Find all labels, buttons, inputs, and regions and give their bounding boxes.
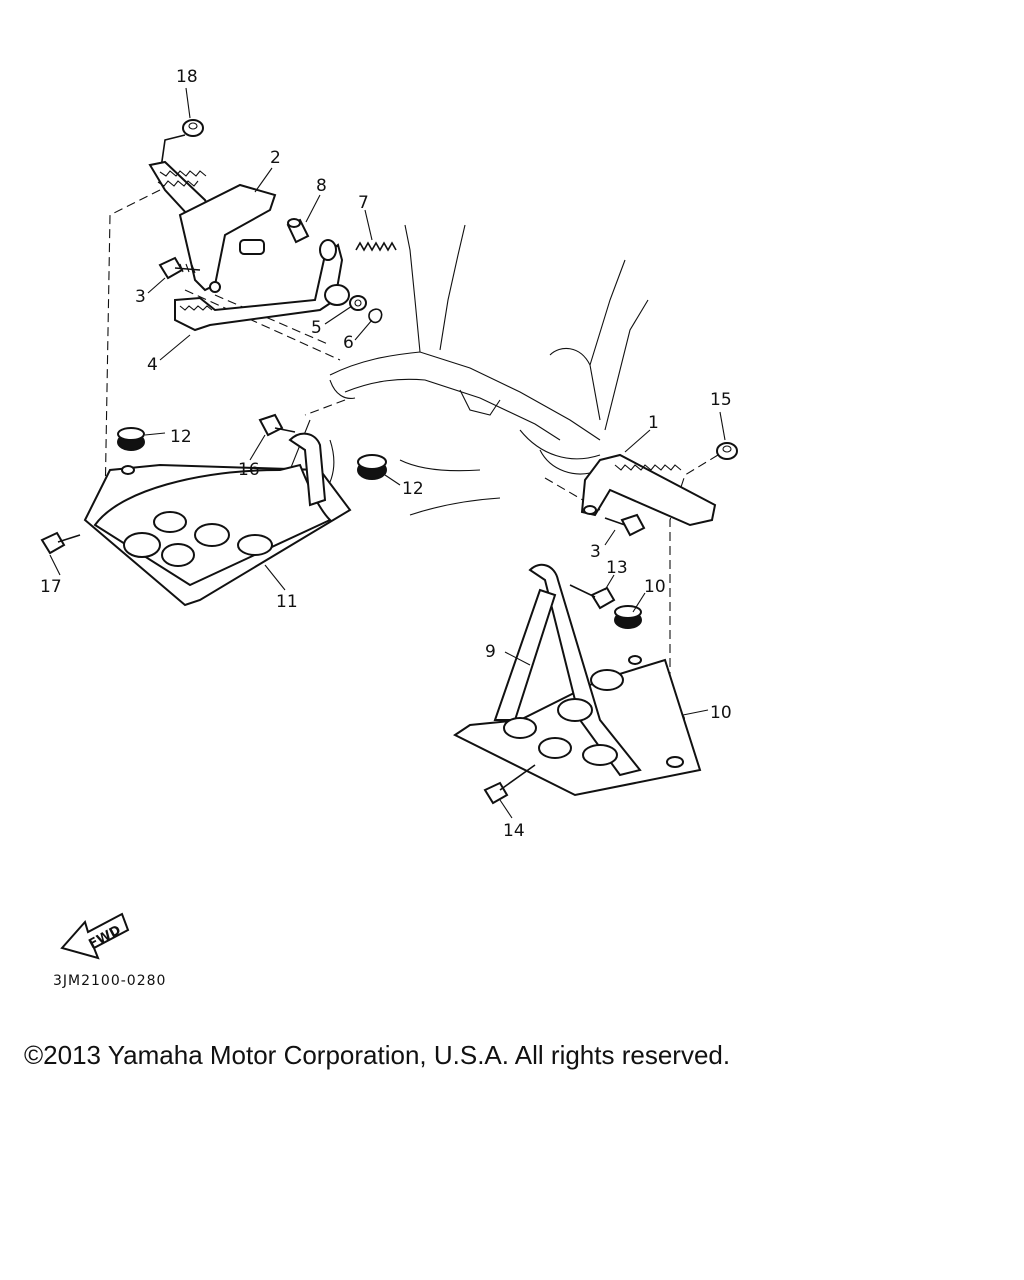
diagram-code: 3JM2100-0280	[53, 973, 167, 989]
callout-12-left: 12	[170, 427, 192, 447]
callout-10-upper: 10	[644, 577, 666, 597]
damper-10-upper	[614, 605, 642, 629]
left-footpeg-arm-4	[174, 239, 350, 332]
callout-6: 6	[343, 333, 354, 353]
callout-3-upper: 3	[135, 287, 146, 307]
alignment-lines	[104, 189, 719, 690]
bolt-13	[569, 584, 616, 610]
callout-5: 5	[311, 318, 322, 338]
leader-lines	[49, 87, 726, 819]
callout-1: 1	[648, 413, 659, 433]
callout-15: 15	[710, 390, 732, 410]
callout-3-lower: 3	[590, 542, 601, 562]
right-footpeg-bracket-1	[580, 453, 717, 527]
washer-5	[349, 295, 367, 311]
callout-11: 11	[276, 592, 298, 612]
nut-15	[716, 442, 738, 460]
left-skid-plate-11	[83, 432, 352, 607]
callout-17: 17	[40, 577, 62, 597]
damper-12-right	[357, 454, 387, 480]
callout-9: 9	[485, 642, 496, 662]
bolt-17	[40, 531, 81, 555]
callout-10-lower: 10	[710, 703, 732, 723]
copyright-notice: ©2013 Yamaha Motor Corporation, U.S.A. A…	[24, 1040, 731, 1070]
spring-7	[355, 241, 397, 252]
callout-14: 14	[503, 821, 525, 841]
callout-12-right: 12	[402, 479, 424, 499]
fwd-arrow-icon: FWD	[60, 912, 130, 960]
left-footrest-bracket-2	[148, 160, 277, 293]
callout-labels: 18 2 8 7 3 4 5 6 12 16 12 1 15 3 13 10 9…	[40, 67, 732, 841]
bolt-3-upper	[158, 256, 201, 280]
bolt-3-lower	[604, 513, 646, 537]
callout-4: 4	[147, 355, 158, 375]
callout-7: 7	[358, 193, 369, 213]
callout-18: 18	[176, 67, 198, 87]
cotter-pin-6	[368, 308, 383, 324]
collar-8	[286, 218, 310, 244]
right-skid-plate-9	[453, 563, 702, 797]
callout-8: 8	[316, 176, 327, 196]
damper-12-left	[117, 427, 145, 451]
callout-2: 2	[270, 148, 281, 168]
bolt-14	[483, 764, 536, 805]
callout-13: 13	[606, 558, 628, 578]
callout-16: 16	[238, 460, 260, 480]
bolt-16	[258, 413, 296, 437]
